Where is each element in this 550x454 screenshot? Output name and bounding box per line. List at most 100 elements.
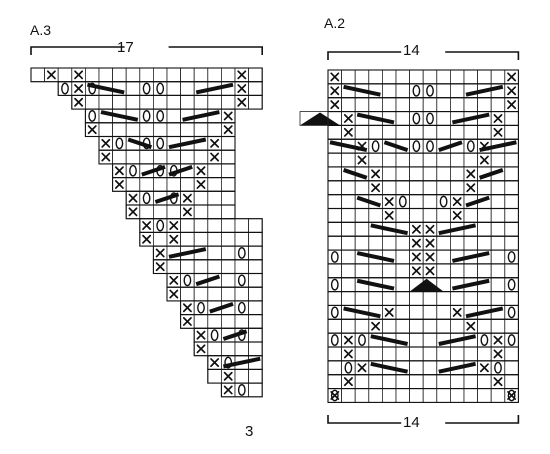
k2tog-symbol — [182, 303, 192, 313]
k2tog-symbol — [507, 72, 517, 82]
grid-cell — [463, 152, 479, 168]
grid-cell — [436, 152, 451, 168]
grid-cell — [422, 194, 438, 209]
grid-cell — [180, 177, 195, 192]
k2tog-symbol — [493, 335, 503, 345]
grid-cell — [248, 314, 263, 329]
grid-cell — [220, 136, 236, 151]
k2tog-symbol — [223, 125, 233, 135]
grid-cell — [327, 318, 343, 334]
grid-cell — [436, 263, 451, 279]
yarn-over-symbol — [237, 274, 246, 287]
k2tog-symbol — [411, 224, 421, 234]
grid-cell — [354, 97, 370, 112]
grid-cell — [207, 190, 222, 206]
grid-cell — [409, 166, 424, 182]
grid-cell — [234, 259, 250, 274]
cable-stitch-bar — [168, 247, 207, 259]
grid-cell — [504, 125, 519, 140]
yarn-over-symbol — [156, 110, 165, 122]
k2tog-symbol — [493, 127, 503, 137]
grid-cell — [125, 67, 141, 83]
grid-cell — [477, 374, 492, 389]
chart-a2-bottom-count: 14 — [403, 414, 420, 431]
grid-cell — [152, 231, 168, 247]
k2tog-symbol — [425, 266, 435, 276]
cable-stitch-bar — [195, 274, 221, 287]
grid-cell — [422, 180, 438, 196]
grid-cell — [248, 327, 263, 343]
cable-stitch-bar — [438, 140, 463, 152]
grid-cell — [180, 218, 195, 233]
cable-stitch-bar — [343, 306, 381, 319]
cable-stitch-bar — [479, 140, 517, 153]
grid-cell — [207, 259, 222, 274]
yarn-over-symbol — [156, 82, 165, 95]
grid-cell — [490, 235, 506, 251]
grid-cell — [112, 149, 127, 165]
grid-cell — [422, 97, 438, 112]
grid-cell — [112, 122, 127, 137]
k2tog-symbol — [196, 180, 206, 189]
grid-cell — [504, 180, 519, 196]
grid-cell — [327, 166, 343, 182]
k2tog-symbol — [479, 155, 489, 165]
grid-cell — [341, 194, 356, 209]
grid-cell — [248, 286, 263, 302]
grid-cell — [395, 180, 411, 196]
grid-cell — [449, 83, 465, 99]
grid-cell — [341, 97, 356, 112]
grid-cell — [220, 245, 236, 261]
grid-cell — [409, 291, 424, 306]
grid-cell — [248, 81, 263, 96]
grid-cell — [180, 286, 195, 302]
grid-cell — [166, 177, 182, 192]
cable-stitch-bar — [100, 110, 139, 122]
grid-row-outline — [220, 382, 263, 398]
grid-cell — [193, 314, 209, 329]
k2tog-symbol — [411, 238, 421, 248]
cable-stitch-bar — [478, 168, 504, 180]
k2tog-symbol — [114, 180, 124, 189]
grid-cell — [234, 286, 250, 302]
k2tog-symbol — [237, 97, 247, 107]
grid-cell — [409, 305, 424, 320]
k2tog-symbol — [343, 335, 353, 345]
yarn-over-symbol — [210, 329, 219, 342]
yarn-over-symbol — [344, 361, 353, 374]
grid-cell — [341, 69, 356, 85]
k2tog-symbol — [169, 289, 179, 299]
grid-cell — [395, 111, 411, 126]
k2tog-symbol — [169, 221, 179, 230]
grid-cell — [193, 259, 209, 274]
grid-cell — [449, 346, 465, 362]
k2tog-symbol — [182, 193, 192, 203]
grid-cell — [248, 67, 263, 83]
grid-cell — [504, 318, 519, 334]
grid-cell — [327, 263, 343, 279]
k2tog-symbol — [223, 111, 233, 121]
grid-cell — [125, 95, 141, 110]
grid-cell — [395, 263, 411, 279]
stitch-count-bracket — [30, 46, 263, 55]
grid-cell — [341, 208, 356, 223]
grid-cell — [449, 291, 465, 306]
k2tog-symbol — [101, 138, 111, 148]
grid-cell — [436, 235, 451, 251]
cable-stitch-bar — [451, 251, 490, 263]
grid-cell — [422, 125, 438, 140]
grid-cell — [354, 263, 370, 279]
grid-cell — [112, 95, 127, 110]
chart-a3-top-count: 17 — [117, 39, 134, 56]
grid-cell — [341, 221, 356, 237]
grid-cell — [381, 374, 397, 389]
grid-cell — [327, 221, 343, 237]
grid-cell — [234, 218, 250, 233]
grid-cell — [490, 208, 506, 223]
grid-cell — [395, 277, 411, 293]
grid-cell — [436, 180, 451, 196]
yarn-over-symbol — [371, 140, 380, 153]
k2tog-symbol — [128, 193, 138, 203]
cable-stitch-bar — [465, 84, 504, 97]
